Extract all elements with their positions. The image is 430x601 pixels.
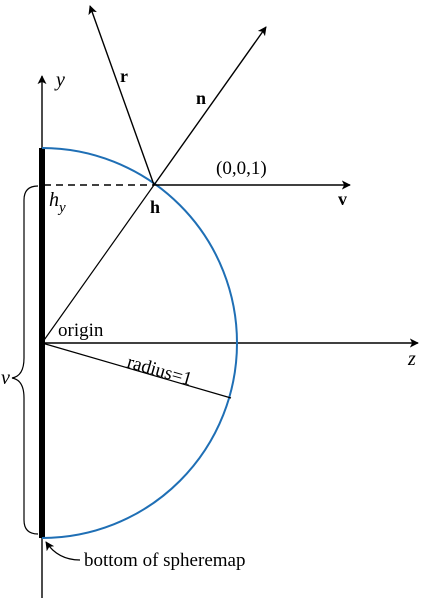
n-vector-label: n (196, 88, 206, 108)
y-axis-label: y (54, 69, 65, 91)
hy-label: hy (49, 189, 66, 216)
origin-label: origin (58, 320, 104, 341)
v-brace-label: v (1, 367, 10, 389)
z-axis-label: z (407, 348, 416, 370)
v-brace (11, 185, 39, 535)
bottom-label: bottom of spheremap (84, 550, 245, 571)
r-vector (88, 5, 155, 186)
unit-semicircle (41, 147, 238, 539)
h-point-label: h (150, 197, 160, 217)
v-vector-label: v (338, 189, 347, 209)
bottom-pointer (45, 541, 81, 561)
radius-label: radius=1 (125, 352, 195, 391)
radius-line (41, 342, 232, 399)
n-vector (153, 26, 267, 186)
coord-label: (0,0,1) (216, 158, 267, 179)
hy-label-sub: y (57, 200, 66, 216)
r-vector-label: r (120, 66, 128, 86)
origin-to-h-line (41, 184, 155, 344)
hy-label-main: h (49, 189, 59, 211)
